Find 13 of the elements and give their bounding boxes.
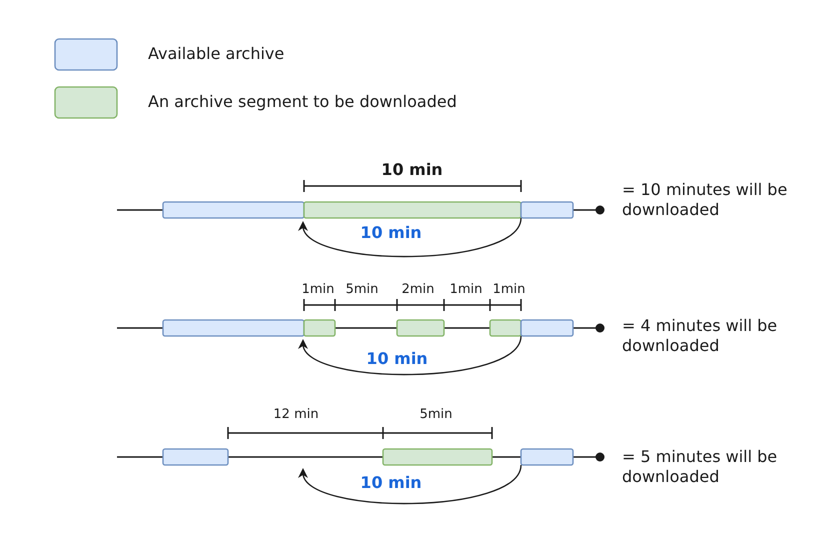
dimension-label: 1min (492, 282, 526, 298)
dimension-label: 2min (402, 282, 434, 298)
legend-label: Available archive (148, 44, 284, 64)
dimension-label: 5min (346, 282, 378, 298)
result-note: = 10 minutes will be downloaded (622, 180, 788, 220)
dimension-label: 12 min (273, 406, 319, 424)
dimension-label: 10 min (381, 160, 443, 180)
dimension-label: 1min (302, 282, 334, 298)
dimension-label: 1min (450, 282, 482, 298)
legend-label: An archive segment to be downloaded (148, 92, 457, 112)
result-note: = 5 minutes will be downloaded (622, 447, 778, 487)
result-note: = 4 minutes will be downloaded (622, 316, 778, 356)
dimension-label: 5min (420, 406, 452, 424)
